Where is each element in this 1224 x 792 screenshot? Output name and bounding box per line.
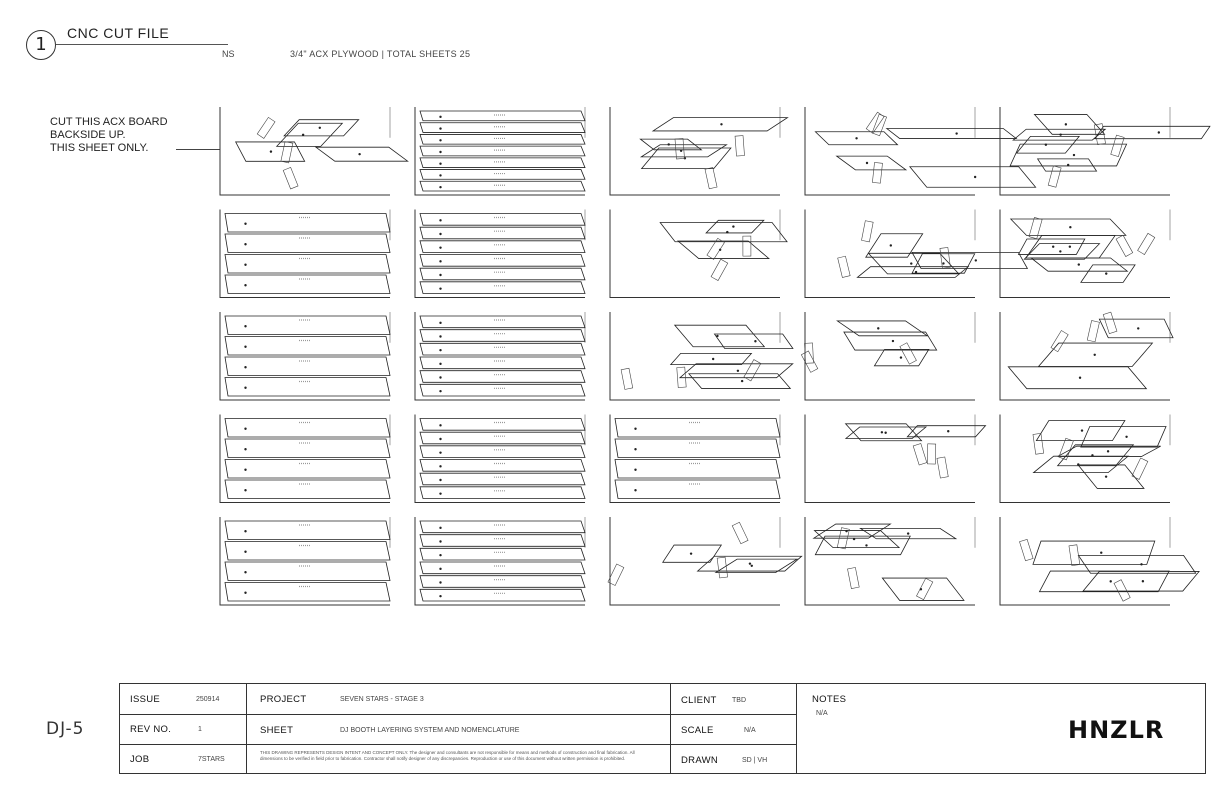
nesting-sheet xyxy=(804,209,1029,298)
nesting-sheet xyxy=(219,414,391,503)
project-value: SEVEN STARS - STAGE 3 xyxy=(340,696,424,703)
nesting-sheet xyxy=(999,517,1200,606)
nesting-sheet xyxy=(999,107,1211,196)
nesting-sheet xyxy=(414,414,586,503)
nesting-sheet xyxy=(804,414,987,503)
tb-divider xyxy=(246,684,247,773)
nesting-sheet-grid xyxy=(219,107,1211,606)
nesting-sheet xyxy=(609,209,788,298)
nesting-sheet xyxy=(804,517,976,606)
tb-divider xyxy=(670,684,671,773)
issue-label: ISSUE xyxy=(130,694,161,705)
nesting-sheet xyxy=(609,414,781,503)
callout-line-1: CUT THIS ACX BOARD xyxy=(50,116,168,128)
job-value: 7STARS xyxy=(198,756,225,763)
sheet-label: SHEET xyxy=(260,725,294,736)
title-block: ISSUE 250914 REV NO. 1 JOB 7STARS PROJEC… xyxy=(119,683,1206,774)
backside-callout: CUT THIS ACX BOARD BACKSIDE UP. THIS SHE… xyxy=(50,116,168,155)
company-logo: HNZLR xyxy=(1068,716,1165,744)
callout-leader xyxy=(176,149,220,150)
job-label: JOB xyxy=(130,754,150,765)
client-label: CLIENT xyxy=(681,695,717,706)
nesting-sheet xyxy=(219,312,391,401)
tb-divider xyxy=(120,714,796,715)
material-note: 3/4" ACX PLYWOOD | TOTAL SHEETS 25 xyxy=(290,49,471,59)
nesting-sheet xyxy=(999,209,1171,298)
nesting-sheet xyxy=(414,312,586,401)
drawing-title: CNC CUT FILE xyxy=(67,25,170,41)
rev-value: 1 xyxy=(198,726,202,733)
nesting-sheet xyxy=(999,414,1171,503)
scale-label: SCALE xyxy=(681,725,714,736)
drawn-label: DRAWN xyxy=(681,755,719,766)
nesting-sheet xyxy=(414,517,586,606)
nesting-sheet xyxy=(609,107,789,196)
nesting-sheet xyxy=(414,209,586,298)
nesting-sheet xyxy=(219,209,391,298)
nesting-sheet xyxy=(219,517,391,606)
disclaimer-text: THIS DRAWING REPRESENTS DESIGN INTENT AN… xyxy=(260,750,635,761)
nesting-sheet xyxy=(219,107,409,196)
drawn-value: SD | VH xyxy=(742,757,768,764)
nesting-sheet xyxy=(607,517,803,606)
project-label: PROJECT xyxy=(260,694,307,705)
scale-value: N/A xyxy=(744,727,756,734)
nesting-sheet xyxy=(800,312,976,401)
sheet-number: DJ-5 xyxy=(46,719,85,739)
nesting-sheet xyxy=(609,312,794,401)
notes-value: N/A xyxy=(816,710,828,717)
tb-divider xyxy=(120,744,796,745)
callout-line-3: THIS SHEET ONLY. xyxy=(50,142,149,154)
rev-label: REV NO. xyxy=(130,724,172,735)
nesting-sheet xyxy=(999,311,1174,401)
notes-label: NOTES xyxy=(812,694,847,705)
sheet-value: DJ BOOTH LAYERING SYSTEM AND NOMENCLATUR… xyxy=(340,727,520,734)
detail-number-bubble: 1 xyxy=(26,30,56,60)
title-underline xyxy=(56,44,228,45)
nesting-sheet xyxy=(804,107,1037,196)
tb-divider xyxy=(796,684,797,773)
nesting-sheet xyxy=(414,107,586,196)
callout-line-2: BACKSIDE UP. xyxy=(50,129,126,141)
client-value: TBD xyxy=(732,697,746,704)
issue-value: 250914 xyxy=(196,696,220,703)
drawing-scale: NS xyxy=(222,49,235,59)
